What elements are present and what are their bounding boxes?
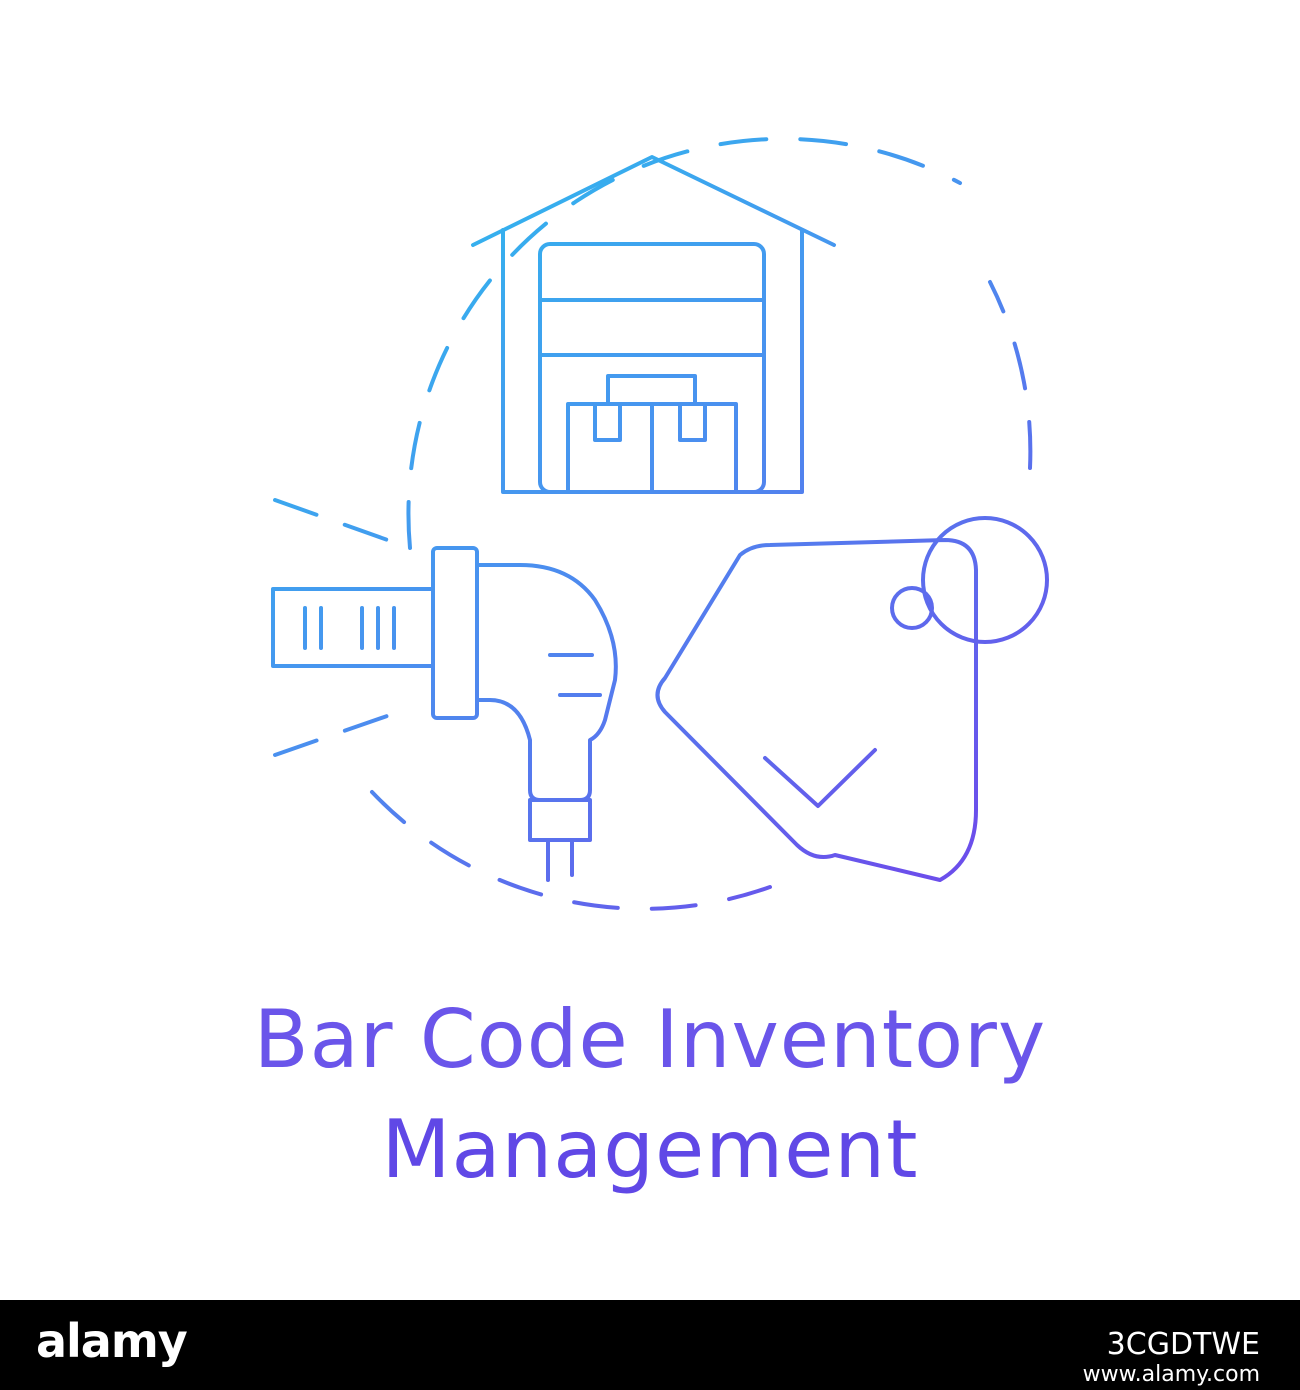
warehouse-icon [471, 155, 836, 494]
price-tag-icon [655, 516, 1049, 882]
stock-url: www.alamy.com [1082, 1362, 1260, 1387]
stock-footer-bar: alamy 3CGDTWE www.alamy.com [0, 1300, 1300, 1390]
barcode-label-icon [271, 587, 435, 668]
barcode-scanner-icon [431, 546, 618, 882]
dashed-circle-outline [273, 136, 1033, 911]
title-line-1: Bar Code Inventory [253, 993, 1047, 1086]
alamy-logo: alamy [36, 1314, 188, 1368]
concept-illustration: Bar Code Inventory Management [253, 136, 1049, 1196]
title-line-2: Management [381, 1103, 919, 1196]
concept-icon-svg [271, 136, 1049, 911]
image-id: 3CGDTWE [1106, 1327, 1260, 1362]
